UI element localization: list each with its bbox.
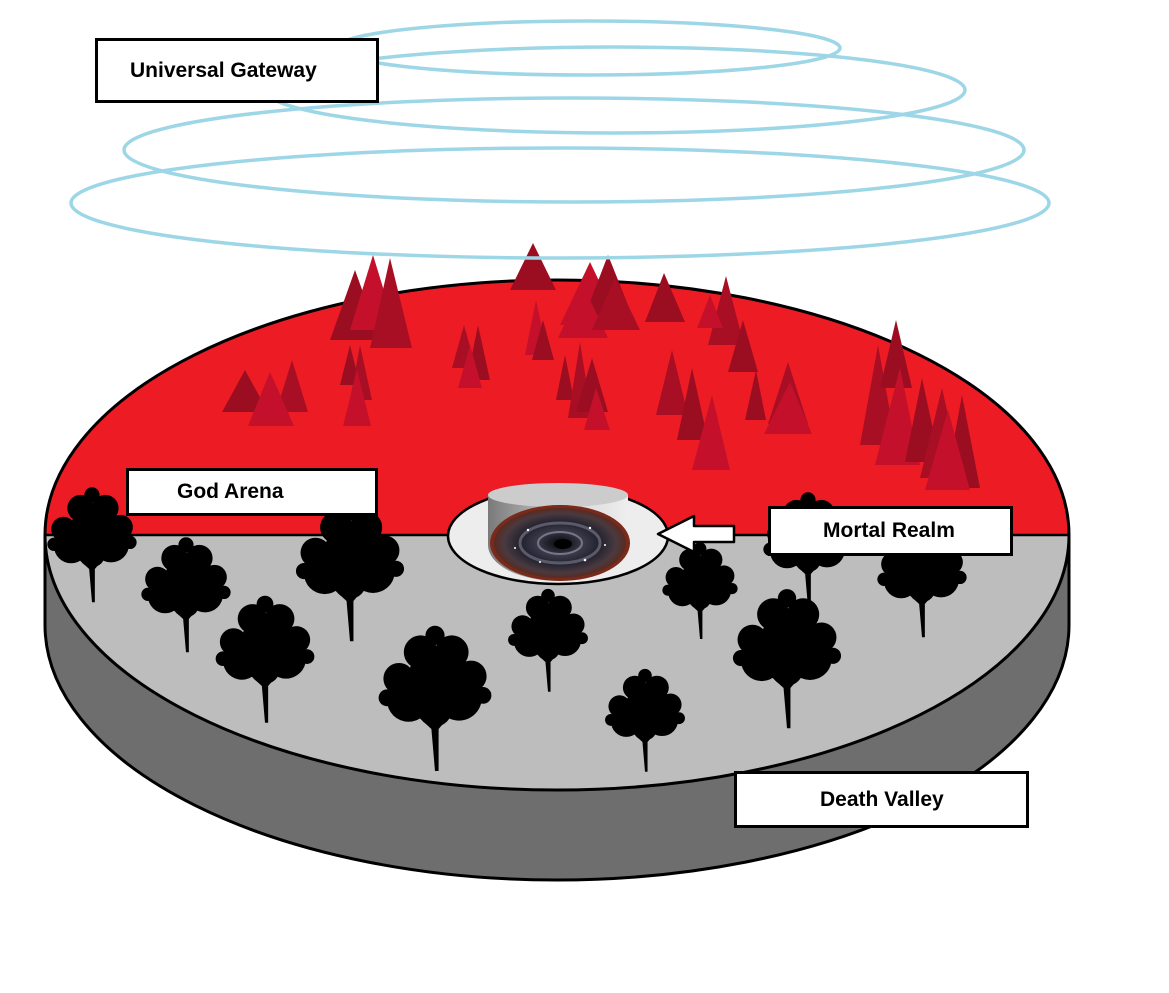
mortal-realm-portal	[446, 483, 670, 586]
arrow-left-icon	[656, 514, 736, 554]
red-crystal-spike-icon	[222, 243, 980, 490]
death-valley-label: Death Valley	[734, 771, 1029, 828]
god-arena-label: God Arena	[126, 468, 378, 516]
universal-gateway-label: Universal Gateway	[95, 38, 379, 103]
disc-top-outline	[43, 278, 1071, 792]
mortal-realm-label: Mortal Realm	[768, 506, 1013, 556]
galaxy-portal-icon	[490, 505, 630, 581]
